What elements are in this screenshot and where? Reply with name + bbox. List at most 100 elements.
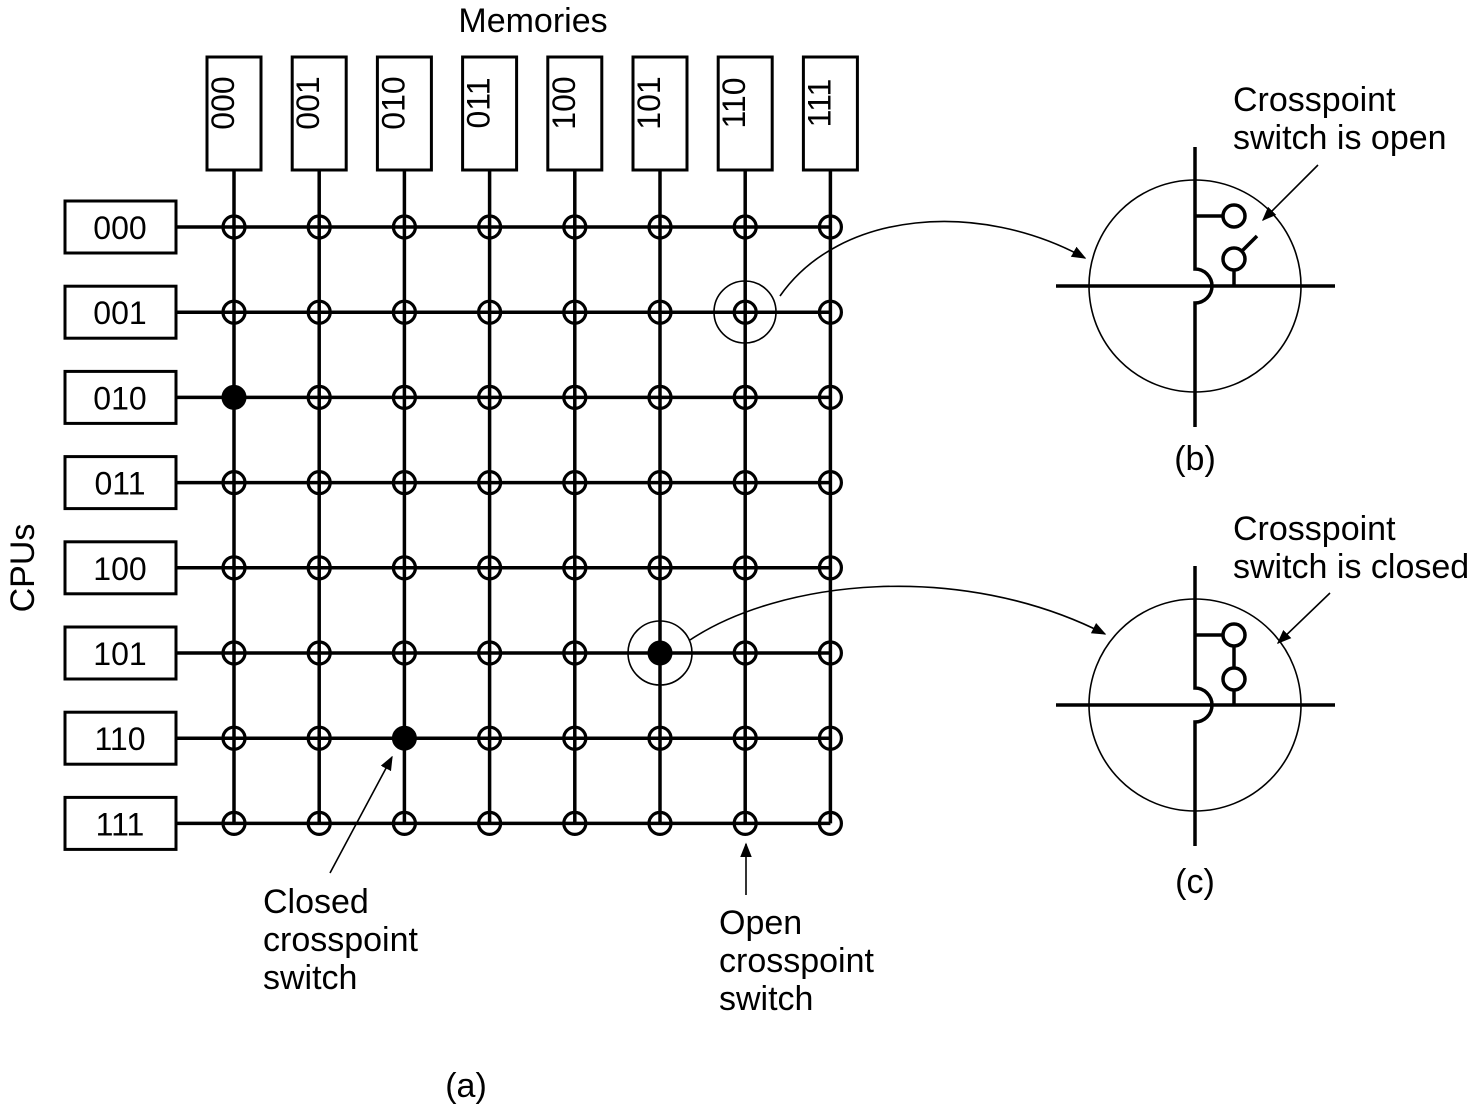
- open-crosspoint-switch-111-111: [817, 810, 844, 837]
- open-crosspoint-switch-000-100: [562, 214, 588, 240]
- open-crosspoint-switch-001-000: [221, 299, 247, 325]
- detail-c-caption-arrow: [1276, 592, 1331, 644]
- memory-label-001: 001: [290, 76, 326, 129]
- cpu-label-111: 111: [96, 806, 145, 842]
- open-crosspoint-switch-100-001: [306, 555, 332, 581]
- open-crosspoint-switch-110-101: [647, 725, 673, 751]
- detail-c-contact-bottom: [1221, 666, 1247, 692]
- cpu-box-001: [63, 284, 178, 340]
- detail-b-caption-2: switch is open: [1233, 119, 1447, 157]
- open-crosspoint-switch-000-000: [221, 214, 247, 240]
- cpu-box-101: [63, 625, 178, 681]
- cpu-box-110: [63, 710, 178, 766]
- open-crosspoint-switch-101-110: [732, 640, 758, 666]
- open-switch-label-3: switch: [719, 980, 813, 1018]
- open-crosspoint-switch-001-101: [647, 299, 673, 325]
- cpu-box-100: [63, 540, 178, 596]
- detail-b-vertical-wire: [1193, 147, 1214, 427]
- cpu-label-101: 101: [93, 636, 146, 672]
- open-crosspoint-switch-100-100: [562, 555, 588, 581]
- open-crosspoint-switch-100-110: [732, 555, 758, 581]
- memory-box-101: [631, 55, 689, 172]
- closed-highlight-circle: [627, 620, 693, 686]
- open-crosspoint-switch-100-010: [391, 555, 417, 581]
- detail-closed-switch: Crosspoint switch is closed (c): [1056, 510, 1469, 901]
- memory-box-111: [801, 55, 859, 172]
- callout-arrow-b: [779, 220, 1087, 297]
- detail-c-contact-top: [1221, 622, 1247, 648]
- callout-arrow-c: [689, 585, 1107, 641]
- cpu-label-100: 100: [93, 551, 146, 587]
- memory-label-000: 000: [205, 76, 241, 129]
- open-crosspoint-switch-001-111: [817, 299, 844, 325]
- open-crosspoint-switch-001-010: [391, 299, 417, 325]
- open-crosspoint-switch-111-010: [391, 810, 417, 837]
- detail-c-caption-1: Crosspoint: [1233, 510, 1396, 548]
- open-crosspoint-switch-110-011: [477, 725, 503, 751]
- detail-b-caption-arrow: [1261, 164, 1319, 222]
- open-crosspoint-switch-000-110: [732, 214, 758, 240]
- detail-b-open-lever: [1240, 234, 1259, 253]
- open-crosspoint-switch-111-101: [647, 810, 673, 837]
- detail-c-caption-2: switch is closed: [1233, 548, 1469, 586]
- open-crosspoint-switch-111-001: [306, 810, 332, 837]
- open-crosspoint-switch-011-011: [477, 470, 503, 496]
- panel-label-a: (a): [445, 1067, 487, 1105]
- open-crosspoint-switch-101-000: [221, 640, 247, 666]
- panel-label-b: (b): [1174, 440, 1216, 478]
- open-crosspoint-switch-100-101: [647, 555, 673, 581]
- closed-switch-label-1: Closed: [263, 883, 369, 921]
- detail-c-vertical-wire: [1193, 566, 1214, 846]
- open-crosspoint-switch-010-001: [306, 384, 332, 410]
- cpu-label-011: 011: [94, 466, 145, 502]
- detail-b-contact-bottom: [1221, 246, 1247, 272]
- open-crosspoint-switch-010-111: [817, 384, 844, 410]
- cpu-label-010: 010: [93, 380, 146, 416]
- memory-box-100: [546, 55, 604, 172]
- memory-label-010: 010: [375, 76, 411, 129]
- open-crosspoint-switch-011-110: [732, 470, 758, 496]
- memory-label-101: 101: [631, 76, 667, 129]
- closed-crosspoint-switch-010-000: [221, 384, 247, 410]
- open-crosspoint-switch-001-011: [477, 299, 503, 325]
- memory-label-100: 100: [546, 76, 582, 129]
- open-crosspoint-switch-001-110: [732, 299, 758, 325]
- memory-label-110: 110: [716, 77, 752, 128]
- cpu-label-001: 001: [93, 295, 146, 331]
- memory-box-001: [290, 55, 348, 172]
- cpu-box-010: [63, 369, 178, 425]
- open-crosspoint-switch-111-011: [477, 810, 503, 837]
- open-crosspoint-switch-101-010: [391, 640, 417, 666]
- open-crosspoint-switch-000-011: [477, 214, 503, 240]
- cpu-box-011: [63, 455, 178, 511]
- open-crosspoint-switch-011-000: [221, 470, 247, 496]
- open-crosspoint-switch-001-001: [306, 299, 332, 325]
- closed-switch-label-2: crosspoint: [263, 921, 419, 959]
- memory-box-010: [375, 55, 433, 172]
- memory-box-110: [716, 55, 774, 172]
- open-crosspoint-switch-010-010: [391, 384, 417, 410]
- open-crosspoint-switch-010-100: [562, 384, 588, 410]
- open-crosspoint-switch-111-000: [221, 810, 247, 837]
- cpu-box-000: [63, 199, 178, 255]
- cpus-title: CPUs: [4, 524, 42, 613]
- open-crosspoint-switch-011-001: [306, 470, 332, 496]
- open-crosspoint-switch-000-101: [647, 214, 673, 240]
- detail-b-caption-1: Crosspoint: [1233, 81, 1396, 119]
- detail-b-contact-top: [1221, 203, 1247, 229]
- open-crosspoint-switch-111-110: [732, 810, 758, 837]
- open-crosspoint-switch-101-111: [817, 640, 844, 666]
- panel-label-c: (c): [1175, 863, 1215, 901]
- open-crosspoint-switch-011-111: [817, 470, 844, 496]
- closed-switch-label-3: switch: [263, 959, 357, 997]
- open-crosspoint-switch-001-100: [562, 299, 588, 325]
- open-switch-label-2: crosspoint: [719, 942, 875, 980]
- closed-crosspoint-switch-110-010: [391, 725, 417, 751]
- open-switch-label-1: Open: [719, 904, 802, 942]
- open-crosspoint-switch-000-111: [817, 214, 844, 240]
- open-crosspoint-switch-100-000: [221, 555, 247, 581]
- open-crosspoint-switch-010-110: [732, 384, 758, 410]
- open-crosspoint-switch-010-101: [647, 384, 673, 410]
- open-crosspoint-switch-011-010: [391, 470, 417, 496]
- open-crosspoint-switch-010-011: [477, 384, 503, 410]
